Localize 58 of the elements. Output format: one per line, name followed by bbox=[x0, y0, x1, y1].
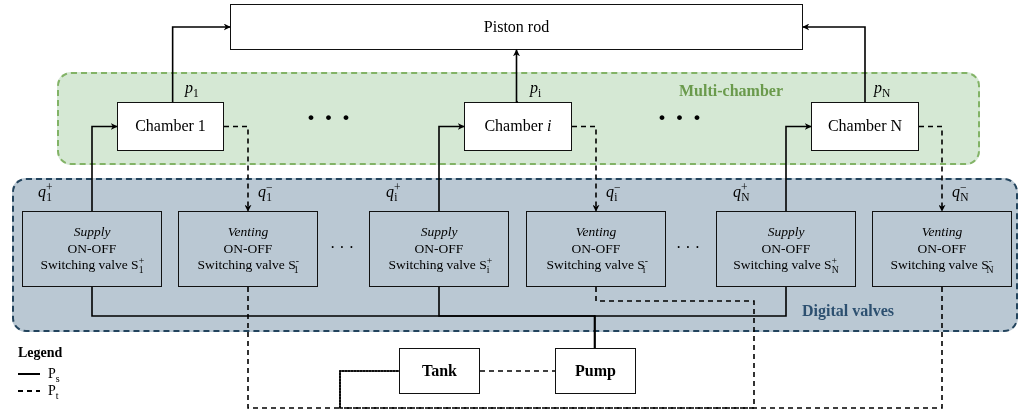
connector-line bbox=[339, 286, 943, 409]
valve-box bbox=[369, 211, 509, 287]
connector-arrow bbox=[91, 123, 118, 212]
node-label: ON-OFF bbox=[761, 240, 811, 258]
valve-box bbox=[716, 211, 856, 287]
legend-label: P$_{t}$ bbox=[48, 383, 59, 399]
node-label: ON-OFF bbox=[917, 240, 967, 258]
process-box bbox=[399, 348, 480, 394]
valve-type-label: Supply bbox=[420, 223, 458, 241]
process-box bbox=[230, 4, 803, 50]
connector-arrow bbox=[171, 23, 231, 103]
legend-label: P$_{s}$ bbox=[48, 366, 60, 382]
connector-line bbox=[593, 286, 787, 349]
node-label: ON-OFF bbox=[414, 240, 464, 258]
valve-type-label: Venting bbox=[227, 223, 269, 241]
process-box bbox=[811, 102, 919, 151]
edge-label: p$_{N}$ bbox=[874, 80, 891, 96]
node-label: Chamber N bbox=[827, 117, 903, 136]
edge-label: p$_{i}$ bbox=[530, 80, 542, 96]
valve-type-label: Supply bbox=[767, 223, 805, 241]
node-label: Tank bbox=[422, 361, 457, 381]
valve-type-label: Venting bbox=[921, 223, 963, 241]
connector-arrow bbox=[223, 125, 252, 212]
connector-arrow bbox=[571, 125, 600, 212]
node-label: ON-OFF bbox=[223, 240, 273, 258]
node-label: Chamber i bbox=[484, 117, 552, 136]
process-box bbox=[464, 102, 572, 151]
group-title: Digital valves bbox=[802, 302, 894, 320]
group-container bbox=[57, 72, 980, 165]
process-box bbox=[117, 102, 224, 151]
valve-box bbox=[22, 211, 162, 287]
ellipsis: · · · bbox=[657, 108, 702, 126]
group-container bbox=[12, 178, 1018, 332]
node-label: Pump bbox=[575, 361, 616, 381]
connector-arrow bbox=[438, 123, 465, 212]
edge-label: p$_{1}$ bbox=[185, 80, 199, 96]
ellipsis: · · · bbox=[330, 240, 354, 256]
node-label: Piston rod bbox=[483, 17, 550, 37]
connector-arrow bbox=[802, 23, 866, 103]
node-label: Chamber 1 bbox=[135, 117, 206, 136]
legend-title: Legend bbox=[18, 346, 63, 360]
connector-line bbox=[247, 286, 400, 409]
process-box bbox=[555, 348, 636, 394]
valve-box bbox=[872, 211, 1012, 287]
connector-arrow bbox=[785, 123, 812, 212]
group-title: Multi-chamber bbox=[679, 82, 783, 100]
connector-line bbox=[339, 286, 755, 409]
connector-arrow bbox=[513, 49, 520, 103]
valve-type-label: Supply bbox=[73, 223, 111, 241]
node-label: ON-OFF bbox=[571, 240, 621, 258]
node-label: ON-OFF bbox=[67, 240, 117, 258]
valve-box bbox=[178, 211, 318, 287]
valve-box bbox=[526, 211, 666, 287]
ellipsis: · · · bbox=[306, 108, 351, 126]
connector-line bbox=[479, 370, 556, 372]
connector-arrow bbox=[918, 125, 946, 212]
ellipsis: · · · bbox=[676, 240, 700, 256]
valve-type-label: Venting bbox=[575, 223, 617, 241]
